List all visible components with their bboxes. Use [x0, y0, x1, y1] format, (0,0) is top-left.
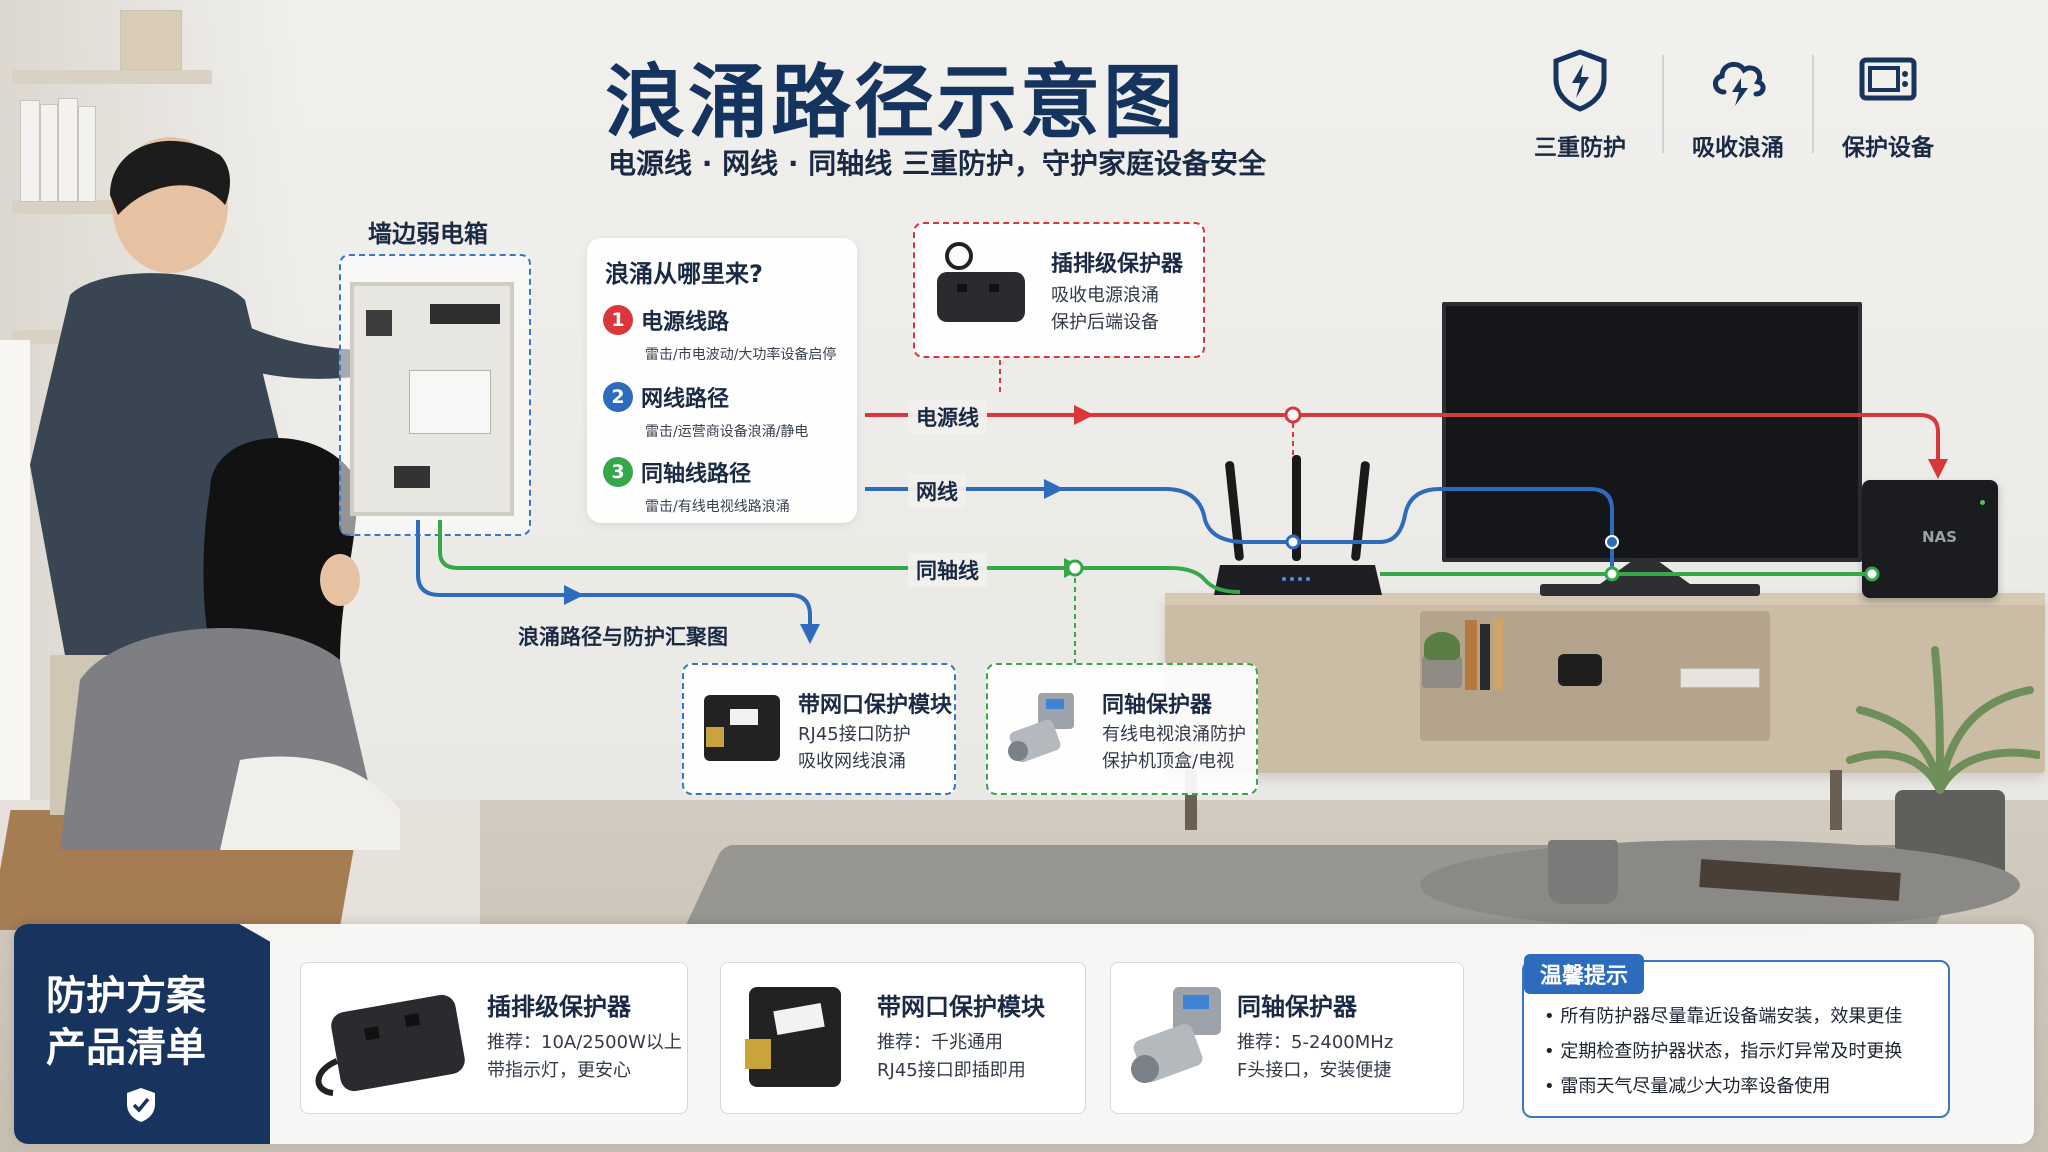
- source-name: 电源线路: [641, 310, 730, 335]
- woman-figure: [60, 437, 400, 850]
- product-list-title: 防护方案 产品清单: [46, 970, 206, 1074]
- product-card-coax-protector: 同轴保护器 推荐：5-2400MHz F头接口，安装便捷: [1110, 962, 1464, 1114]
- page-subtitle: 电源线 · 网线 · 同轴线 三重防护，守护家庭设备安全: [608, 147, 1267, 180]
- callout-line: 保护后端设备: [1051, 312, 1159, 333]
- mug: [1548, 840, 1618, 904]
- product-spec: 带指示灯，更安心: [487, 1060, 631, 1081]
- coax-protector-icon: [1131, 987, 1221, 1083]
- book: [1480, 624, 1490, 690]
- source-name: 网线路径: [641, 387, 730, 412]
- source-item-coax: 3 同轴线路径 雷击/有线电视线路浪涌: [603, 456, 853, 516]
- product-spec: 推荐：10A/2500W以上: [487, 1032, 682, 1053]
- product-list-title-line: 产品清单: [46, 1025, 206, 1071]
- tip-item: • 定期检查防护器状态，指示灯异常及时更换: [1544, 1041, 1903, 1062]
- product-name: 同轴保护器: [1237, 993, 1357, 1021]
- callout-line: 吸收网线浪涌: [798, 751, 906, 772]
- tip-item: • 雷雨天气尽量减少大功率设备使用: [1544, 1076, 1831, 1097]
- product-spec: RJ45接口即插即用: [877, 1060, 1026, 1081]
- power-strip-icon: [315, 994, 465, 1096]
- nas-device: NAS: [1862, 480, 1998, 598]
- tip-item: • 所有防护器尽量靠近设备端安装，效果更佳: [1544, 1006, 1903, 1027]
- book-stack: [1465, 620, 1477, 690]
- product-card-net-module: 带网口保护模块 推荐：千兆通用 RJ45接口即插即用: [720, 962, 1086, 1114]
- tip-text: 所有防护器尽量靠近设备端安装，效果更佳: [1560, 1006, 1903, 1027]
- plant-leaves: [1424, 632, 1460, 660]
- number-badge: 3: [603, 457, 633, 487]
- tips-box: • 所有防护器尽量靠近设备端安装，效果更佳 • 定期检查防护器状态，指示灯异常及…: [1522, 960, 1950, 1118]
- window-edge: [0, 340, 30, 820]
- net-module-icon: [704, 695, 780, 761]
- product-card-power-strip: 插排级保护器 推荐：10A/2500W以上 带指示灯，更安心: [300, 962, 688, 1114]
- feature-label: 保护设备: [1842, 135, 1934, 161]
- product-name: 插排级保护器: [487, 993, 631, 1021]
- book: [1493, 618, 1503, 690]
- surge-source-panel: 浪涌从哪里来? 1 电源线路 雷击/市电波动/大功率设备启停 2 网线路径 雷击/运…: [587, 238, 857, 523]
- source-desc: 雷击/市电波动/大功率设备启停: [645, 347, 837, 363]
- shield-bolt-icon: [1553, 49, 1607, 112]
- coax-protector-icon: [1008, 693, 1074, 763]
- plant-large: [1846, 646, 2040, 794]
- feature-triple-protection: 三重防护: [1520, 48, 1640, 162]
- cloud-bolt-icon: [1713, 61, 1766, 106]
- router: [1214, 455, 1382, 595]
- callout-coax-protector: 同轴保护器 有线电视浪涌防护 保护机顶盒/电视: [986, 663, 1258, 795]
- callout-power-strip: 插排级保护器 吸收电源浪涌 保护后端设备: [913, 222, 1205, 358]
- tips-heading: 温馨提示: [1524, 954, 1645, 994]
- callout-title: 插排级保护器: [1051, 252, 1184, 277]
- book-pile: [1680, 668, 1760, 688]
- power-line-label: 电源线: [908, 400, 987, 434]
- product-spec: 推荐：千兆通用: [877, 1032, 1003, 1053]
- cabinet-leg: [1830, 770, 1842, 830]
- source-desc: 雷击/有线电视线路浪涌: [645, 499, 790, 515]
- product-name: 带网口保护模块: [877, 993, 1045, 1021]
- source-name: 同轴线路径: [641, 462, 752, 487]
- page-title: 浪涌路径示意图: [605, 56, 1186, 149]
- number-badge: 1: [603, 305, 633, 335]
- callout-line: 吸收电源浪涌: [1051, 285, 1159, 306]
- callout-line: 有线电视浪涌防护: [1102, 724, 1246, 745]
- source-item-power: 1 电源线路 雷击/市电波动/大功率设备启停: [603, 304, 853, 364]
- callout-title: 同轴保护器: [1102, 693, 1213, 718]
- callout-title: 带网口保护模块: [798, 693, 953, 718]
- tip-text: 雷雨天气尽量减少大功率设备使用: [1560, 1076, 1831, 1097]
- surge-path-lines: [416, 360, 1948, 665]
- feature-divider: [1662, 55, 1664, 153]
- surge-summary-label: 浪涌路径与防护汇聚图: [518, 625, 728, 649]
- coax-line-label: 同轴线: [908, 553, 987, 587]
- net-module-icon: [745, 987, 841, 1087]
- feature-label: 吸收浪涌: [1692, 135, 1784, 161]
- weak-box-panel: [350, 282, 514, 516]
- tv-screen: [1442, 302, 1862, 562]
- callout-line: RJ45接口防护: [798, 724, 911, 745]
- feature-absorb-surge: 吸收浪涌: [1678, 48, 1798, 162]
- network-line-label: 网线: [908, 474, 966, 508]
- weak-box-label: 墙边弱电箱: [368, 220, 488, 248]
- callout-net-module: 带网口保护模块 RJ45接口防护 吸收网线浪涌: [682, 663, 956, 795]
- feature-divider: [1812, 55, 1814, 153]
- plant-pot: [1422, 656, 1462, 688]
- shield-check-icon: [127, 1088, 155, 1122]
- nas-label: NAS: [1922, 528, 1957, 546]
- product-spec: 推荐：5-2400MHz: [1237, 1032, 1394, 1053]
- tv-base: [1540, 584, 1760, 596]
- source-desc: 雷击/运营商设备浪涌/静电: [645, 424, 809, 440]
- source-item-network: 2 网线路径 雷击/运营商设备浪涌/静电: [603, 381, 853, 441]
- product-list-title-line: 防护方案: [46, 973, 206, 1019]
- camera: [1558, 654, 1602, 686]
- number-badge: 2: [603, 382, 633, 412]
- tip-text: 定期检查防护器状态，指示灯异常及时更换: [1560, 1041, 1903, 1062]
- surge-source-heading: 浪涌从哪里来?: [605, 260, 763, 288]
- callout-line: 保护机顶盒/电视: [1102, 751, 1235, 772]
- device-protect-icon: [1859, 57, 1917, 101]
- product-spec: F头接口，安装便捷: [1237, 1060, 1392, 1081]
- feature-protect-devices: 保护设备: [1828, 48, 1948, 162]
- power-strip-icon: [937, 242, 1025, 322]
- feature-label: 三重防护: [1534, 135, 1626, 161]
